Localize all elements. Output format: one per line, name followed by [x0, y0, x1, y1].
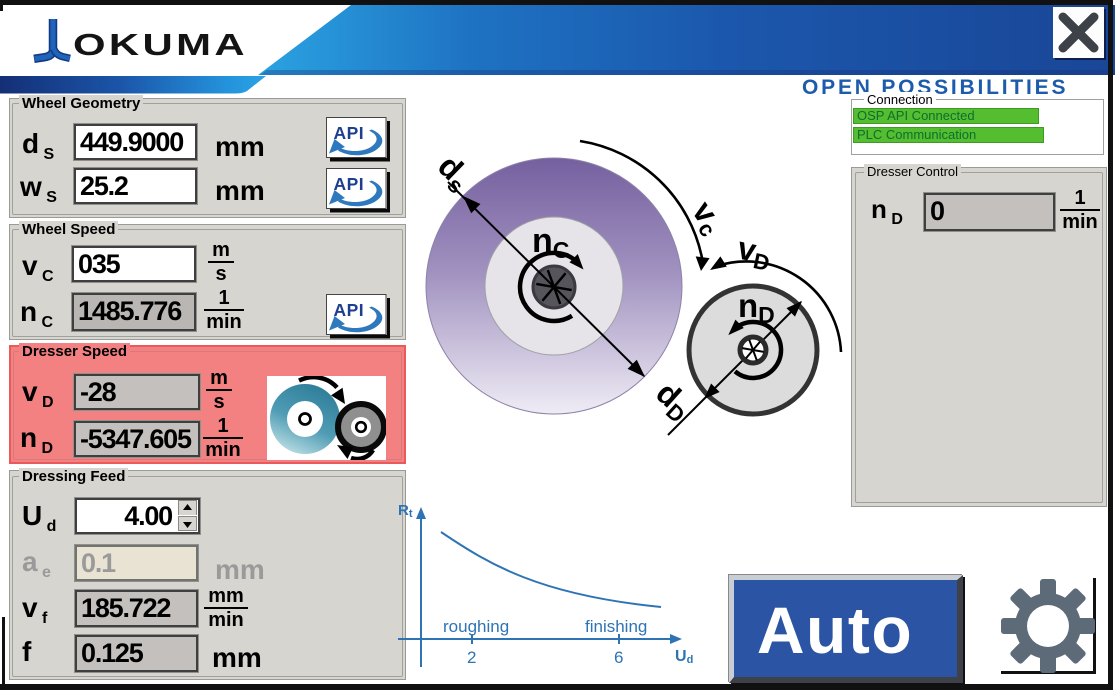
svg-text:API: API	[334, 174, 365, 194]
svg-text:Rt: Rt	[398, 502, 413, 520]
svg-text:6: 6	[614, 648, 623, 667]
svg-text:API: API	[334, 123, 365, 143]
svg-text:finishing: finishing	[585, 617, 647, 636]
svg-text:dD: dD	[647, 374, 700, 427]
svg-text:roughing: roughing	[443, 617, 509, 636]
svg-text:Ud: Ud	[675, 648, 693, 666]
svg-text:2: 2	[467, 648, 476, 667]
svg-text:API: API	[334, 300, 365, 320]
svg-text:vD: vD	[734, 230, 775, 276]
svg-text:vc: vc	[683, 194, 732, 241]
